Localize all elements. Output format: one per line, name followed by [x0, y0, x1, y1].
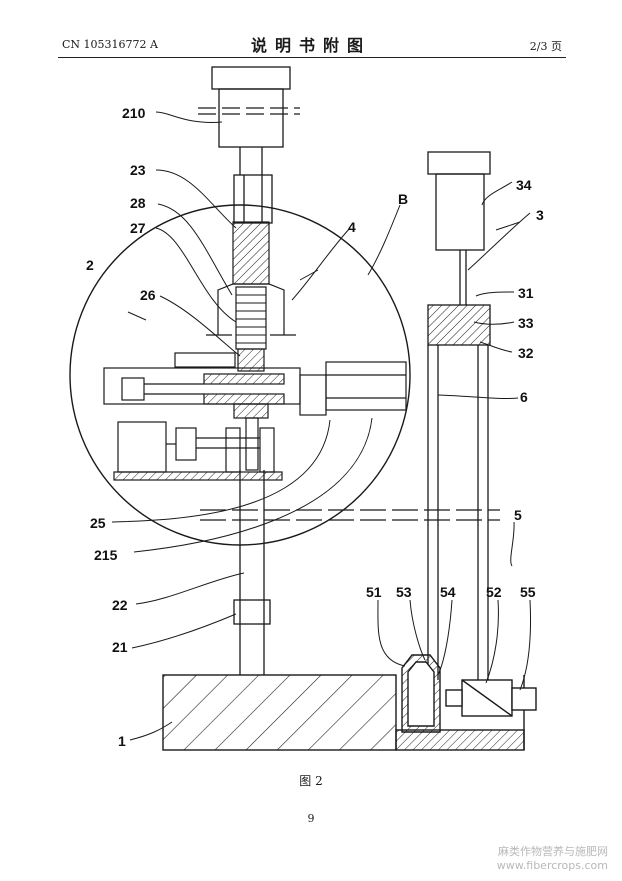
label-54: 54	[440, 584, 456, 600]
header-title: 说明书附图	[250, 36, 371, 55]
label-51: 51	[366, 584, 382, 600]
motor-210-top	[211, 66, 291, 90]
label-5: 5	[514, 507, 522, 523]
page-header: CN 105316772 A 说明书附图 2/3 页	[0, 0, 622, 62]
label-210: 210	[122, 105, 146, 121]
part-21	[233, 599, 271, 625]
right-assembly	[427, 151, 491, 680]
figure-caption: 图 2	[299, 774, 323, 788]
label-23: 23	[130, 162, 146, 178]
label-3: 3	[536, 207, 544, 223]
label-52: 52	[486, 584, 502, 600]
watermark-line-1: 麻类作物营养与施肥网	[498, 845, 608, 858]
label-22: 22	[112, 597, 128, 613]
page-number: 9	[307, 812, 315, 825]
label-27: 27	[130, 220, 146, 236]
label-55: 55	[520, 584, 536, 600]
label-53: 53	[396, 584, 412, 600]
main-column	[198, 66, 300, 675]
label-33: 33	[518, 315, 534, 331]
label-32: 32	[518, 345, 534, 361]
label-4: 4	[348, 219, 356, 235]
watermark-line-2: www.fibercrops.com	[496, 859, 608, 872]
publication-number: CN 105316772 A	[62, 38, 158, 51]
watermark: 麻类作物营养与施肥网 www.fibercrops.com	[497, 845, 608, 873]
leader-lines	[111, 111, 531, 741]
detail-circle-b	[69, 204, 411, 546]
label-B: B	[398, 191, 408, 207]
label-34: 34	[516, 177, 532, 193]
block-31-33	[427, 304, 491, 346]
label-6: 6	[520, 389, 528, 405]
label-31: 31	[518, 285, 534, 301]
motor-210-body	[218, 88, 284, 148]
label-2: 2	[86, 257, 94, 273]
label-215: 215	[94, 547, 118, 563]
header-rule	[58, 57, 566, 58]
label-1: 1	[118, 733, 126, 749]
page-indicator: 2/3 页	[529, 40, 562, 53]
base-1	[162, 654, 537, 751]
detail-contents	[103, 221, 500, 521]
figure-labels: 210 23 28 27 2 26 4 B 34 3 31 33 32 6 25…	[86, 105, 544, 749]
label-25: 25	[90, 515, 106, 531]
block-23	[232, 221, 270, 285]
label-21: 21	[112, 639, 128, 655]
label-28: 28	[130, 195, 146, 211]
label-26: 26	[140, 287, 156, 303]
